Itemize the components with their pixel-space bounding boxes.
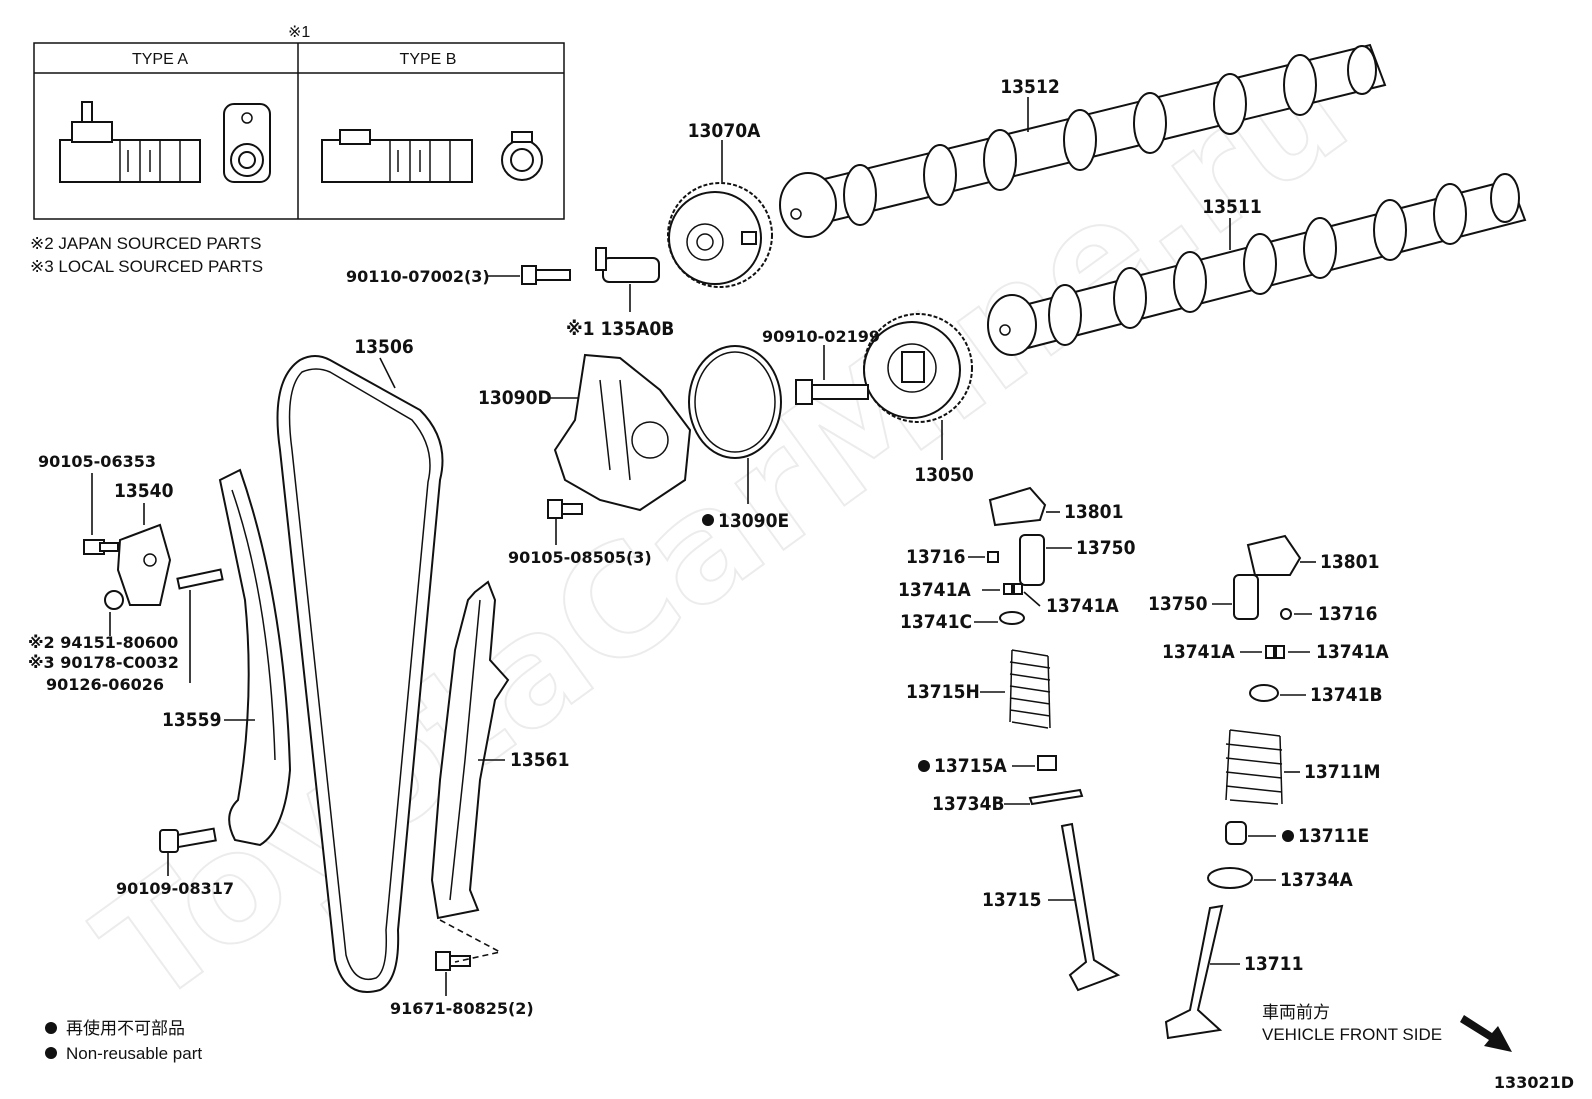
drawing-id: 133021D [1494,1073,1574,1092]
label-13070A: 13070A [688,120,761,142]
label-13511: 13511 [1202,196,1261,218]
label-13559: 13559 [162,709,221,731]
timing-chain-case-13090D [553,353,692,512]
label-13506: 13506 [354,336,413,358]
label-13050: 13050 [914,464,974,486]
legend-dot-en [45,1047,57,1059]
chain-vibration-damper-13561 [430,580,510,920]
label-13741A-2: 13741A [1046,595,1119,617]
label-13734A: 13734A [1280,869,1353,891]
label-13801-a: 13801 [1064,501,1123,523]
label-13711M: 13711M [1304,761,1380,783]
bolt-90110-07002 [521,265,571,285]
label-13540: 13540 [114,480,174,502]
exhaust-cam-timing-gear [863,313,973,423]
intake-cam-timing-gear [667,182,773,288]
type-b-oil-control-valve [321,129,543,183]
label-90126-06026: 90126-06026 [46,675,164,694]
label-13741A-3: 13741A [1162,641,1235,663]
legend-en: Non-reusable part [66,1044,202,1063]
label-13090E: 13090E [718,510,789,532]
type-box: ※1 TYPE A TYPE B [33,24,565,220]
washer-13734A [1207,867,1253,889]
chain-tensioner-13540 [116,523,172,606]
type-a-oil-control-valve [59,101,271,183]
label-13801-b: 13801 [1320,551,1379,573]
label-90105-08505: 90105-08505(3) [508,548,652,567]
valve-stem-oil-seal-13711E [1225,821,1247,845]
legend-jp: 再使用不可部品 [66,1018,185,1038]
label-13512: 13512 [1000,76,1059,98]
exhaust-valve-13715 [1060,822,1121,992]
lash-adjuster-13750-a [1019,534,1045,586]
label-13741A-1: 13741A [898,579,971,601]
rocker-arm-13801-b [1246,534,1302,576]
label-13715H: 13715H [906,681,980,703]
label-135A0B: ※1 135A0B [566,318,674,340]
bolt-90105-06353 [83,539,119,555]
note-japan-sourced: ※2 JAPAN SOURCED PARTS [30,234,262,253]
label-13716-b: 13716 [1318,603,1377,625]
lash-adjuster-13750-b [1233,574,1259,620]
direction-jp: 車両前方 [1262,1003,1330,1022]
note-local-sourced: ※3 LOCAL SOURCED PARTS [30,257,263,276]
label-13741B: 13741B [1310,684,1383,706]
label-90910-02199: 90910-02199 [762,327,880,346]
intake-valve-13711 [1164,904,1224,1040]
label-90109-08317: 90109-08317 [116,879,234,898]
label-13711E: 13711E [1298,825,1369,847]
bolt-90105-08505 [547,499,583,519]
label-90178-C0032: ※3 90178-C0032 [28,653,179,672]
label-13734B: 13734B [932,793,1005,815]
valve-retainer-13741C [999,611,1025,625]
valve-spring-13715H [1009,649,1051,729]
label-94151-80600: ※2 94151-80600 [28,633,178,652]
rocker-arm-13801-a [988,486,1047,527]
type-box-frame [33,42,565,220]
label-13741A-4: 13741A [1316,641,1389,663]
timing-chain [276,355,444,993]
label-13090D: 13090D [478,387,552,409]
label-91671-80825: 91671-80825(2) [390,999,534,1018]
type-a-header: TYPE A [132,51,188,68]
direction-en: VEHICLE FRONT SIDE [1262,1025,1442,1044]
gasket-13090E [688,345,782,459]
label-90105-06353: 90105-06353 [38,452,156,471]
label-13561: 13561 [510,749,569,771]
exhaust-camshaft [987,173,1527,356]
label-13741C: 13741C [900,611,972,633]
front-direction-arrow [1460,1015,1512,1052]
intake-camshaft [779,43,1387,238]
valve-spring-13711M [1225,729,1283,805]
non-reusable-mark [702,514,714,526]
label-13716-a: 13716 [906,546,965,568]
legend-dot-jp [45,1022,57,1034]
oil-control-valve-135A0B [595,247,660,283]
valve-retainer-13741B [1249,684,1279,702]
lash-adjuster-cap-13716-b [1280,608,1292,620]
label-13750-a: 13750 [1076,537,1136,559]
label-90110-07002: 90110-07002(3) [346,267,490,286]
bolt-90910-02199 [795,379,869,405]
type-box-ref-mark: ※1 [288,24,310,41]
valve-keeper-13741A-b [1265,645,1285,659]
stud-90126-06026 [176,568,224,590]
label-13711: 13711 [1244,953,1303,975]
label-13715A: 13715A [934,755,1007,777]
bolt-90109-08317 [159,827,217,853]
valve-stem-oil-seal-13715A [1037,755,1057,771]
washer-13734B [1028,788,1084,806]
bolt-91671-80825 [435,951,471,971]
chain-tensioner-slipper-13559 [218,468,292,847]
label-13715: 13715 [982,889,1041,911]
washer-94151 [104,590,124,610]
valve-keeper-13741A-a [1003,583,1023,595]
label-13750-b: 13750 [1148,593,1208,615]
lash-adjuster-cap-13716-a [987,551,999,563]
type-b-header: TYPE B [400,51,457,68]
